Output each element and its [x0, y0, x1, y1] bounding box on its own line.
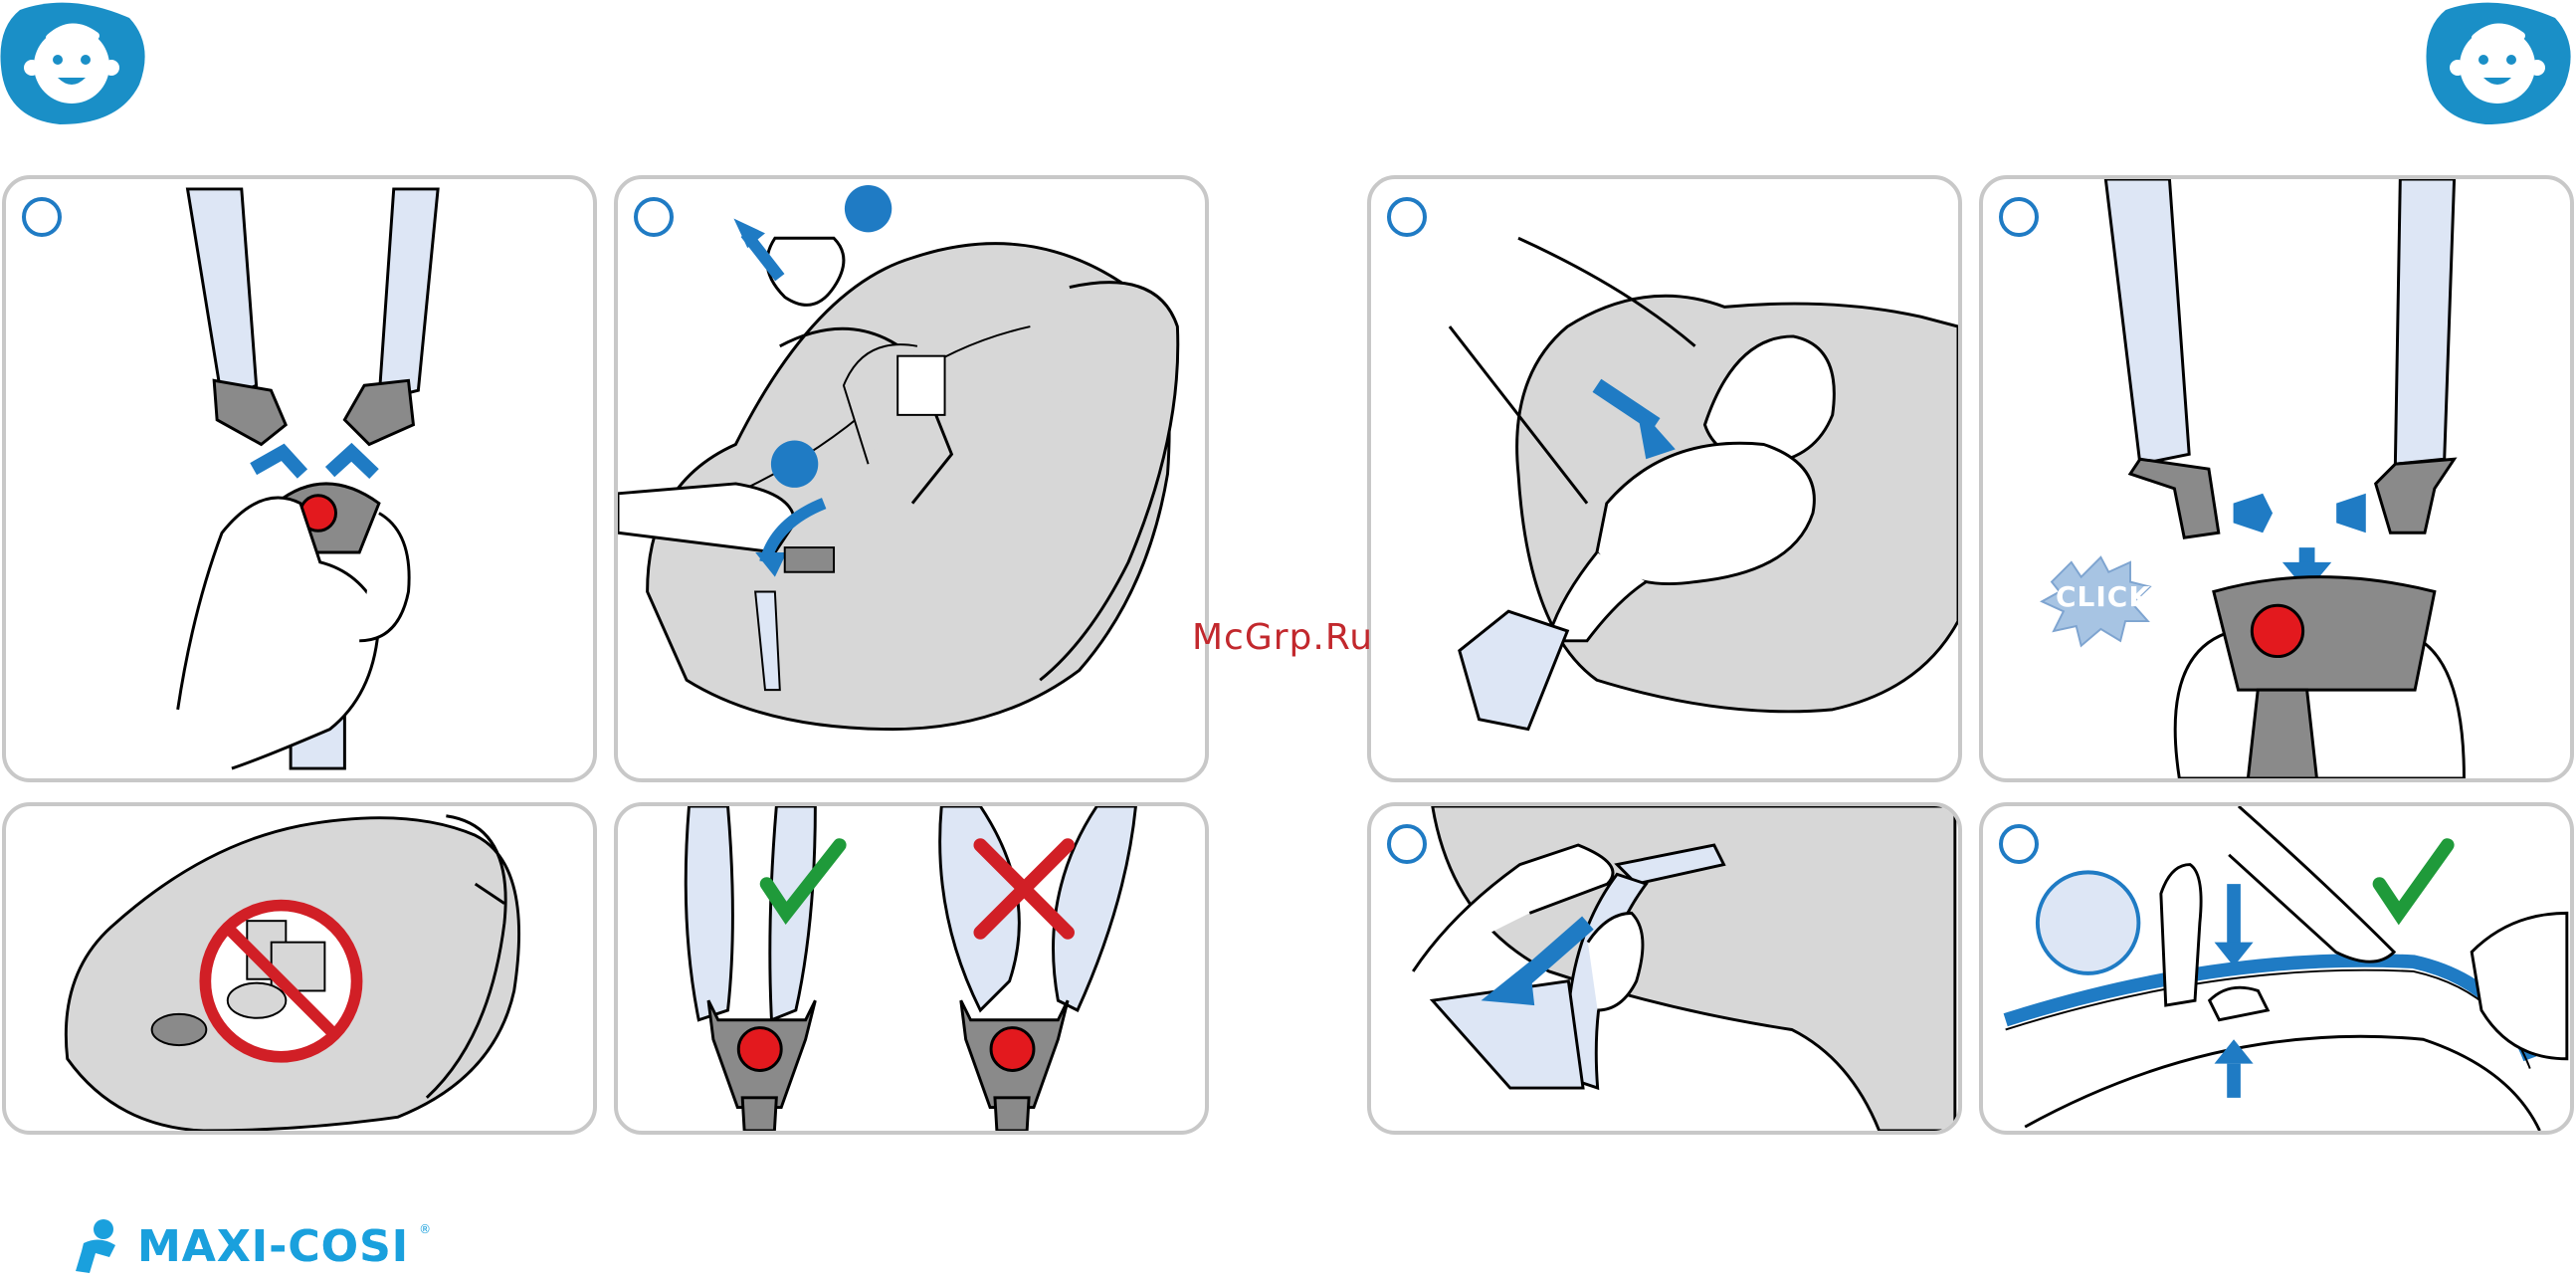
- panel-click-buckle: CLICK: [1979, 175, 2574, 782]
- brand-registered-mark: ®: [419, 1222, 432, 1236]
- strap-check-illustration: [684, 806, 1137, 1131]
- panel-place-baby: [1367, 175, 1962, 782]
- baby-face-badge-left: [0, 0, 149, 127]
- panel-adjust-harness: [614, 175, 1209, 782]
- cross-icon: [973, 838, 1075, 940]
- click-burst-icon: [2040, 555, 2152, 648]
- harness-tension-illustration: [2003, 806, 2569, 1131]
- step-number-circle: [22, 197, 62, 237]
- panel-no-toys: [2, 802, 597, 1135]
- maxi-cosi-logo-icon: [76, 1219, 115, 1273]
- brand-name: MAXI-COSI: [137, 1220, 410, 1272]
- baby-face-icon: [2426, 2, 2571, 125]
- adjust-harness-illustration: [618, 185, 1180, 732]
- step-number-circle: [1387, 197, 1427, 237]
- step-number-circle: [1999, 824, 2039, 864]
- no-toys-illustration: [64, 814, 520, 1131]
- step-number-circle: [1387, 824, 1427, 864]
- panel-harness-tension: [1979, 802, 2574, 1135]
- no-toys-icon: [199, 899, 363, 1063]
- tighten-strap-illustration: [1411, 806, 1957, 1131]
- click-label: CLICK: [2056, 580, 2152, 613]
- watermark-text: McGrp.Ru: [1192, 617, 1374, 658]
- panel-tighten-strap: [1367, 802, 1962, 1135]
- panel-release-buckle: [2, 175, 597, 782]
- baby-face-icon: [0, 2, 145, 125]
- step-number-circle: [1999, 197, 2039, 237]
- place-baby-illustration: [1448, 236, 1958, 732]
- click-buckle-illustration: [2040, 179, 2466, 778]
- panel-strap-check: [614, 802, 1209, 1135]
- baby-face-badge-right: [2426, 0, 2575, 127]
- release-buckle-illustration: [176, 187, 440, 770]
- brand-logo: MAXI-COSI ®: [66, 1212, 431, 1280]
- step-number-circle: [634, 197, 674, 237]
